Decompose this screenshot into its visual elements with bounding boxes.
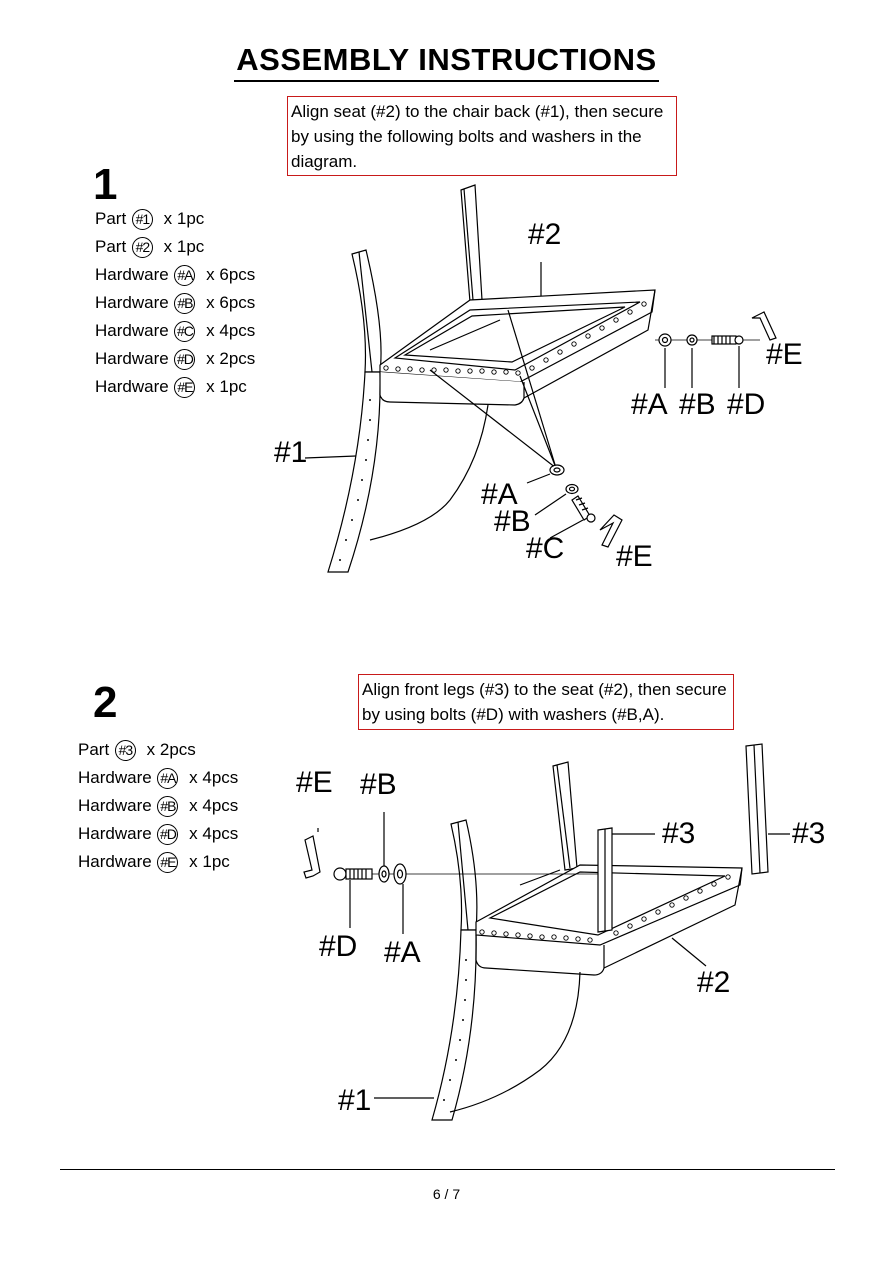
parts-row: Hardware #A x 6pcs bbox=[95, 264, 256, 286]
parts-row: Hardware #E x 1pc bbox=[78, 851, 230, 873]
page-title: ASSEMBLY INSTRUCTIONS bbox=[0, 42, 893, 82]
label-seat-2: #2 bbox=[697, 966, 731, 999]
step-2-parts-list: Part #3 x 2pcs Hardware #A x 4pcs Hardwa… bbox=[78, 736, 238, 876]
label-washer-b: #B bbox=[679, 388, 716, 421]
part-code-badge: #E bbox=[157, 851, 179, 873]
parts-row: Hardware #D x 4pcs bbox=[78, 823, 239, 845]
part-code-badge: #3 bbox=[114, 739, 136, 761]
part-code-badge: #C bbox=[174, 320, 196, 342]
label-seat-2: #2 bbox=[528, 218, 562, 251]
part-code-badge: #E bbox=[174, 376, 196, 398]
step-1-number: 1 bbox=[93, 160, 118, 209]
label-allen-key-e: #E bbox=[766, 338, 803, 371]
part-code-badge: #D bbox=[157, 823, 179, 845]
label-bolt-d: #D bbox=[727, 388, 766, 421]
parts-row: Hardware #C x 4pcs bbox=[95, 320, 256, 342]
label-front-leg-3: #3 bbox=[792, 817, 826, 850]
label-washer-b: #B bbox=[360, 768, 397, 801]
label-allen-key-e: #E bbox=[296, 766, 333, 799]
step-2-number: 2 bbox=[93, 678, 118, 727]
footer-divider bbox=[60, 1169, 835, 1170]
label-bolt-c: #C bbox=[526, 532, 565, 565]
label-allen-key-e: #E bbox=[616, 540, 653, 573]
step-2-note: Align front legs (#3) to the seat (#2), … bbox=[358, 674, 734, 730]
parts-row: Hardware #B x 6pcs bbox=[95, 292, 256, 314]
part-code-badge: #A bbox=[174, 264, 196, 286]
parts-row: Part #1 x 1pc bbox=[95, 208, 205, 230]
part-code-badge: #D bbox=[174, 348, 196, 370]
label-washer-a: #A bbox=[631, 388, 668, 421]
parts-row: Hardware #D x 2pcs bbox=[95, 348, 256, 370]
part-code-badge: #1 bbox=[131, 208, 153, 230]
part-code-badge: #A bbox=[157, 767, 179, 789]
parts-row: Part #3 x 2pcs bbox=[78, 739, 196, 761]
label-back-1: #1 bbox=[274, 436, 308, 469]
part-code-badge: #B bbox=[174, 292, 196, 314]
page-number: 6 / 7 bbox=[432, 1186, 461, 1202]
part-code-badge: #B bbox=[157, 795, 179, 817]
label-washer-a: #A bbox=[384, 936, 421, 969]
label-washer-a: #A bbox=[481, 478, 518, 511]
parts-row: Hardware #B x 4pcs bbox=[78, 795, 239, 817]
parts-row: Hardware #E x 1pc bbox=[95, 376, 247, 398]
step-1-note: Align seat (#2) to the chair back (#1), … bbox=[287, 96, 677, 176]
label-front-leg-3: #3 bbox=[662, 817, 696, 850]
parts-row: Part #2 x 1pc bbox=[95, 236, 205, 258]
part-code-badge: #2 bbox=[131, 236, 153, 258]
parts-row: Hardware #A x 4pcs bbox=[78, 767, 239, 789]
step-1-parts-list: Part #1 x 1pc Part #2 x 1pc Hardware #A … bbox=[95, 205, 255, 401]
label-back-1: #1 bbox=[338, 1084, 372, 1117]
label-bolt-d: #D bbox=[319, 930, 358, 963]
label-washer-b: #B bbox=[494, 505, 531, 538]
